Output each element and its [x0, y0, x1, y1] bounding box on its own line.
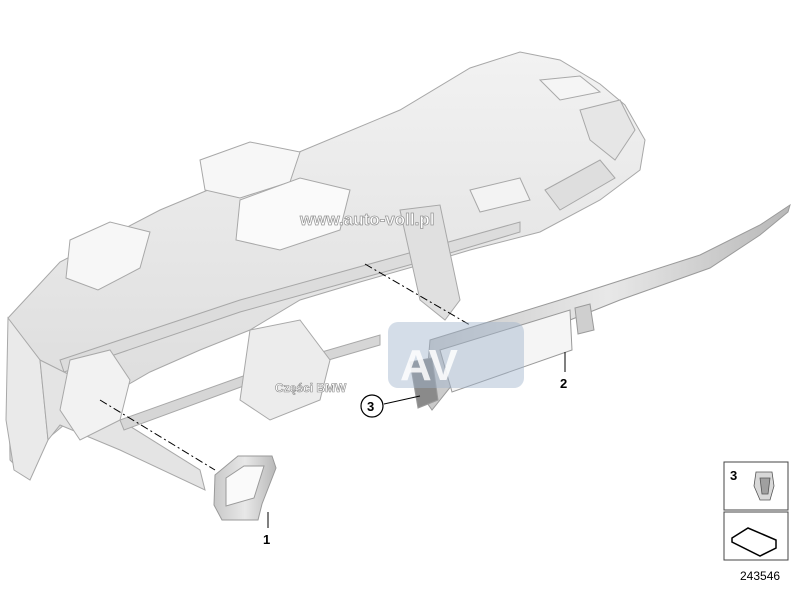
watermark-logo: [388, 322, 524, 388]
watermark-caption: Części BMW: [275, 381, 347, 395]
watermark-logo-letters: AV: [400, 341, 459, 390]
legend-panel: 3: [723, 461, 789, 561]
vent-trim-part-1: [213, 455, 277, 521]
watermark-url: www.auto-voll.pl: [299, 210, 434, 229]
leader-3: [383, 395, 421, 405]
callout-label-1: 1: [263, 532, 270, 547]
callout-label-2: 2: [560, 376, 567, 391]
callout-circle-3: [360, 394, 384, 418]
leader-lines: [99, 263, 566, 528]
legend-item-number: 3: [730, 468, 737, 483]
trim-strip-part-2: [409, 203, 791, 411]
seal-shape-icon: [731, 527, 777, 557]
reference-number: 243546: [740, 569, 780, 583]
dash-dot-leader-1: [99, 399, 216, 471]
watermark: www.auto-voll.pl AV Części BMW: [275, 210, 524, 395]
clip-icon: [753, 471, 775, 501]
dash-dot-leader-2: [364, 263, 471, 326]
callout-label-3: 3: [367, 399, 374, 414]
dashboard-panel: [5, 51, 646, 491]
